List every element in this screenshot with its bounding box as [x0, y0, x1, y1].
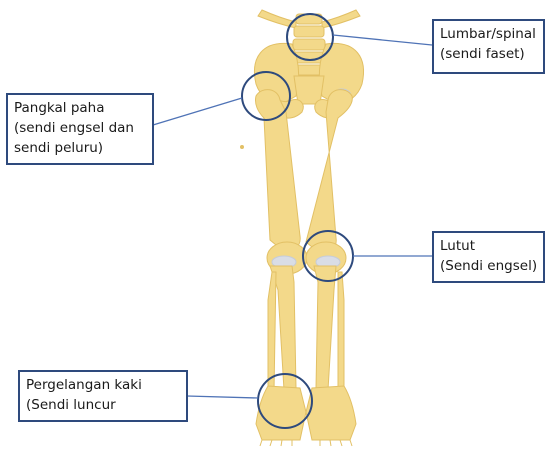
knee-subtitle: (Sendi engsel)	[440, 256, 537, 276]
knee-title: Lutut	[440, 236, 537, 256]
femurs	[255, 90, 352, 254]
ankle-title: Pergelangan kaki	[26, 375, 180, 395]
hip-subtitle-2: sendi peluru)	[14, 138, 146, 158]
ankle-leader-line	[187, 396, 258, 398]
hip-subtitle-1: (sendi engsel dan	[14, 118, 146, 138]
hip-callout: Pangkal paha (sendi engsel dan sendi pel…	[6, 93, 154, 165]
hip-leader-line	[153, 98, 242, 125]
lumbar-callout: Lumbar/spinal (sendi faset)	[432, 19, 545, 74]
lumbar-title: Lumbar/spinal	[440, 24, 537, 44]
ankle-subtitle: (Sendi luncur	[26, 395, 180, 415]
knee-callout: Lutut (Sendi engsel)	[432, 231, 545, 283]
small-fragment	[240, 145, 244, 149]
feet	[256, 386, 356, 446]
hip-title: Pangkal paha	[14, 98, 146, 118]
lumbar-subtitle: (sendi faset)	[440, 44, 537, 64]
ankle-callout: Pergelangan kaki (Sendi luncur	[18, 370, 188, 422]
lumbar-leader-line	[333, 35, 432, 45]
lower-legs	[268, 266, 344, 392]
